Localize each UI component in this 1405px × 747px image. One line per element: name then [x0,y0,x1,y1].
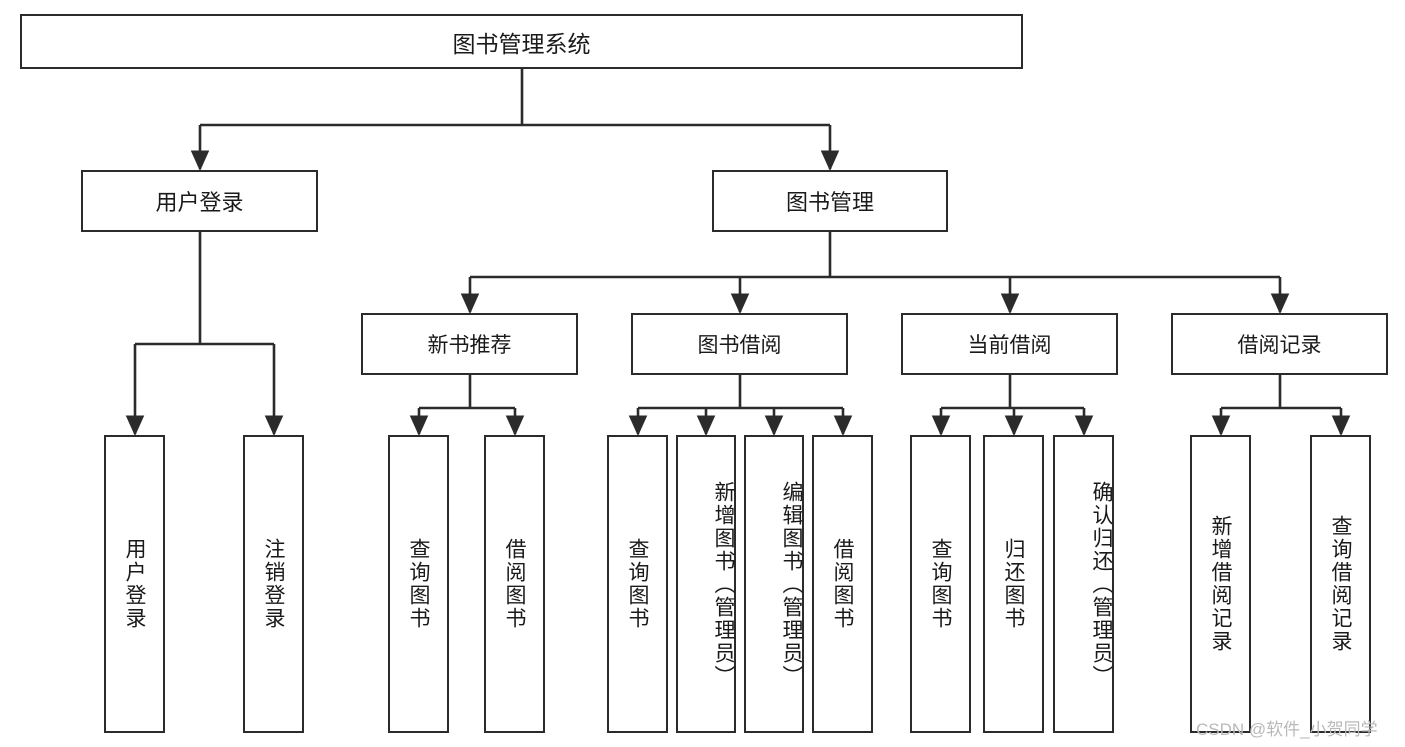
connector-bus [638,375,843,410]
node-leaf-logout[interactable]: 注销登录 [243,435,304,733]
node-leaf-user-login[interactable]: 用户登录 [104,435,165,733]
node-leaf-query-borrow-record[interactable]: 查询借阅记录 [1310,435,1371,733]
node-leaf-add-book-admin[interactable]: 新增图书（管理员） [676,435,736,733]
connector-bus [200,69,830,127]
node-book-borrow[interactable]: 图书借阅 [631,313,848,375]
connector-bus [470,232,1280,279]
node-leaf-borrow-book-1[interactable]: 借阅图书 [484,435,545,733]
node-leaf-edit-book-admin[interactable]: 编辑图书（管理员） [744,435,804,733]
node-borrow-record[interactable]: 借阅记录 [1171,313,1388,375]
node-leaf-add-borrow-record[interactable]: 新增借阅记录 [1190,435,1251,733]
connector-bus [135,232,274,346]
node-current-borrow[interactable]: 当前借阅 [901,313,1118,375]
node-leaf-confirm-return-admin[interactable]: 确认归还（管理员） [1053,435,1114,733]
node-leaf-return-book[interactable]: 归还图书 [983,435,1044,733]
node-book-manage[interactable]: 图书管理 [712,170,948,232]
node-root[interactable]: 图书管理系统 [20,14,1023,69]
node-leaf-query-book-2[interactable]: 查询图书 [607,435,668,733]
watermark-label: CSDN @软件_小贺同学 [1196,720,1378,739]
node-leaf-query-book-1[interactable]: 查询图书 [388,435,449,733]
node-leaf-query-book-3[interactable]: 查询图书 [910,435,971,733]
node-new-book-recommend[interactable]: 新书推荐 [361,313,578,375]
connector-bus [419,375,515,410]
connector-bus [941,375,1084,410]
connector-bus [1221,375,1341,410]
node-user-login[interactable]: 用户登录 [81,170,318,232]
node-leaf-borrow-book-2[interactable]: 借阅图书 [812,435,873,733]
